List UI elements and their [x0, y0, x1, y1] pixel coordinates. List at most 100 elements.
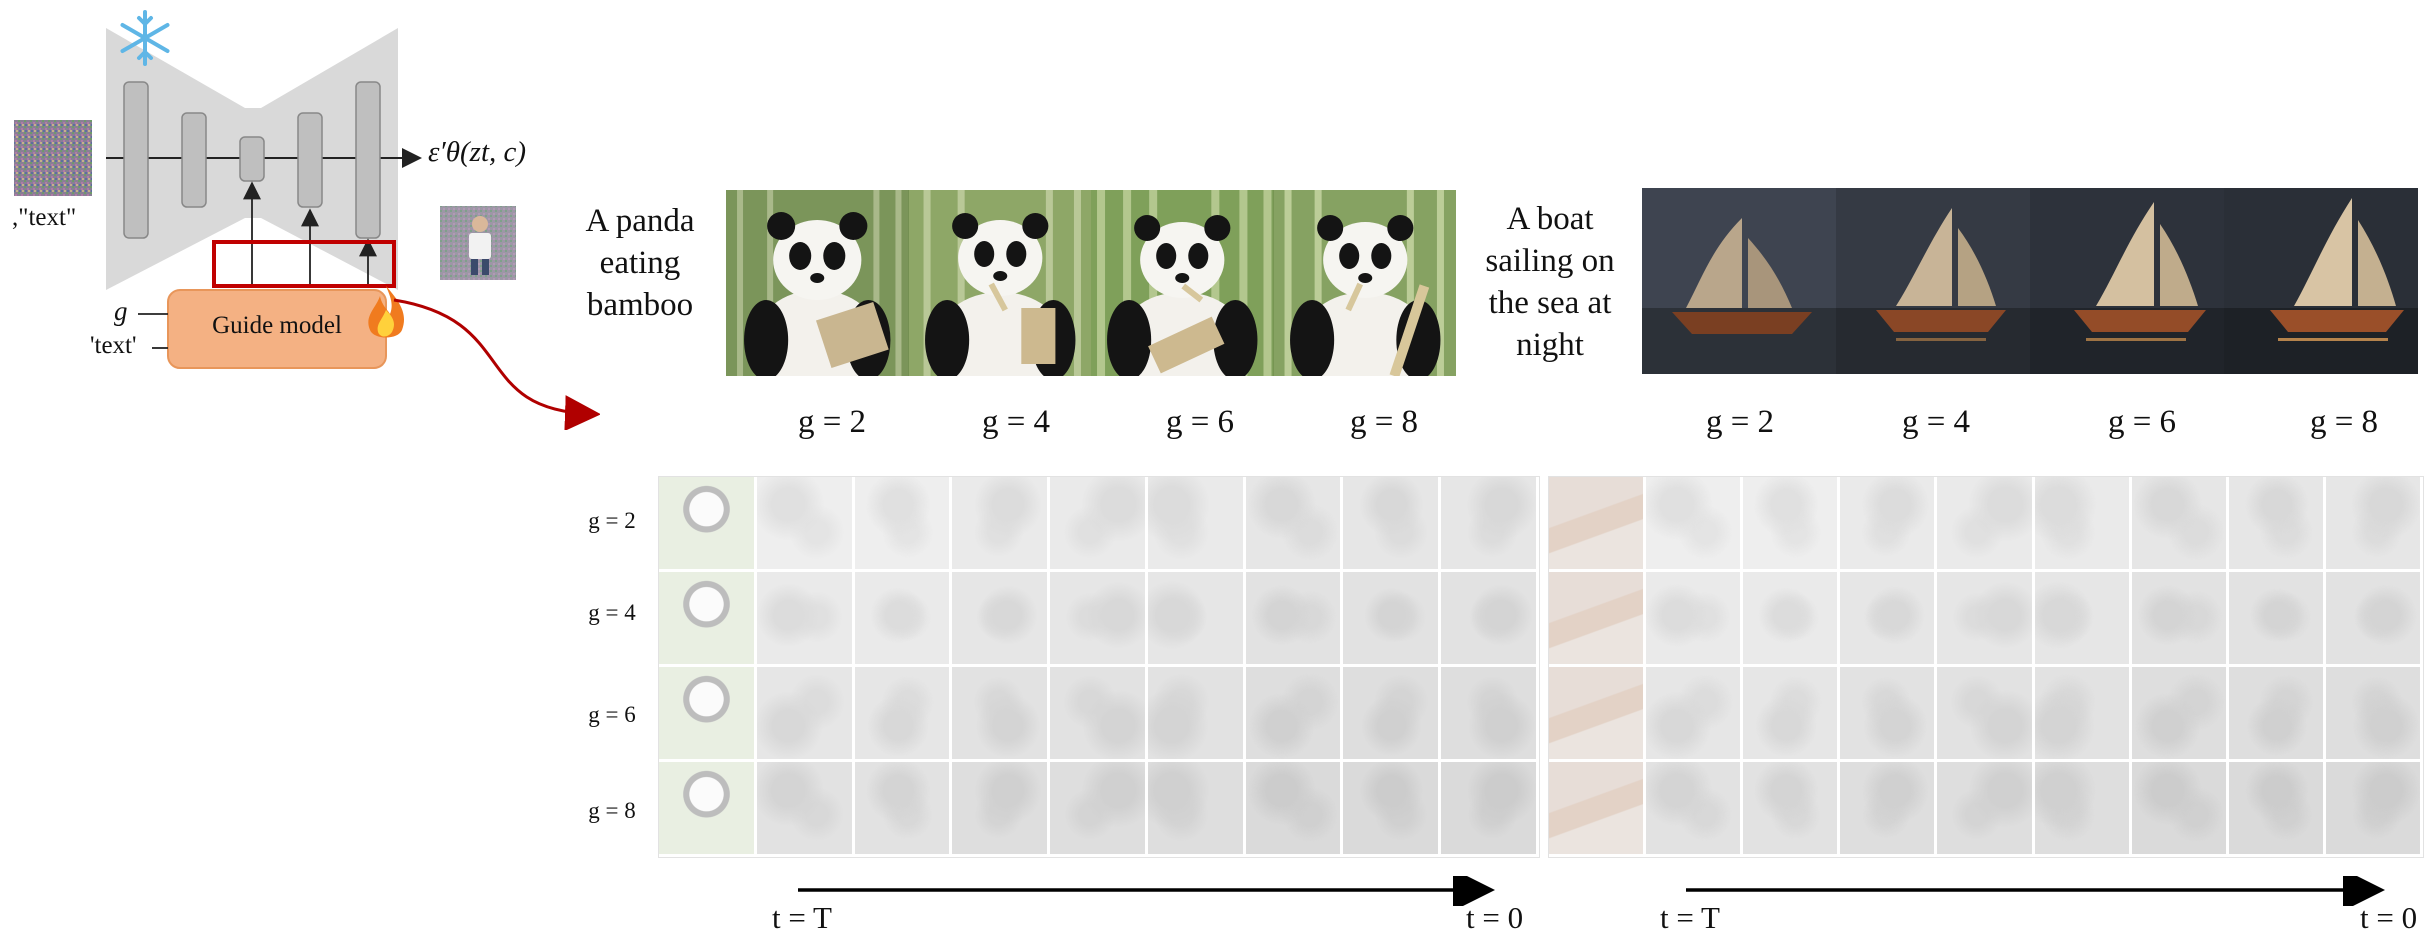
time-start-label: t = T: [1660, 900, 1720, 935]
guide-model-label: Guide model: [212, 312, 342, 339]
feature-map-cell: [1646, 762, 1744, 857]
panda-thumbnail: [659, 762, 757, 857]
boat-thumbnail: [1549, 762, 1647, 857]
boat-thumbnail: [1549, 667, 1647, 762]
feature-map-cell: [1840, 477, 1938, 572]
feature-map-cell: [1840, 667, 1938, 762]
feature-map-cell: [854, 477, 953, 572]
feature-map-cell: [1441, 762, 1539, 857]
feature-map-cell: [1646, 572, 1744, 667]
feature-map-cell: [756, 477, 855, 572]
boat-guidance-label: g = 8: [2309, 404, 2379, 440]
panda-image: [1091, 190, 1274, 376]
feature-map-cell: [952, 477, 1051, 572]
row-guidance-label: g = 4: [588, 600, 636, 625]
feature-map-cell: [854, 762, 953, 857]
feature-map-cell: [2325, 572, 2423, 667]
feature-map-cell: [1343, 667, 1442, 762]
boat-image: [1836, 188, 2030, 374]
encoder-block-2: [181, 112, 207, 208]
boat-guidance-label: g = 2: [1705, 404, 1775, 440]
feature-map-cell: [854, 667, 953, 762]
panda-prompt: A panda eating bamboo: [562, 200, 718, 326]
panda-image-strip: [726, 190, 1456, 376]
feature-map-cell: [1646, 667, 1744, 762]
boat-guidance-label: g = 6: [2107, 404, 2177, 440]
feature-map-cell: [1441, 667, 1539, 762]
feature-map-cell: [854, 572, 953, 667]
noise-text-label: ,"text": [12, 204, 77, 231]
feature-map-cell: [1050, 762, 1148, 857]
decoder-block-2: [355, 81, 381, 239]
feature-map-cell: [1050, 477, 1148, 572]
prompt-line: the sea at: [1488, 285, 1612, 321]
feature-map-cell: [756, 572, 855, 667]
panda-guidance-label: g = 2: [797, 404, 867, 440]
prompt-line: bamboo: [586, 287, 694, 323]
feature-map-cell: [1343, 762, 1442, 857]
panda-image: [908, 190, 1091, 376]
feature-map-cell: [1646, 477, 1744, 572]
feature-map-cell: [2228, 667, 2326, 762]
decoder-block-1: [297, 112, 323, 208]
feature-map-cell: [1937, 762, 2035, 857]
feature-map-cell: [1245, 762, 1344, 857]
row-guidance-label: g = 8: [588, 798, 636, 823]
row-guidance-label: g = 2: [588, 508, 636, 533]
feature-map-cell: [2034, 762, 2132, 857]
row-guidance-label: g = 6: [588, 702, 636, 727]
feature-map-cell: [952, 667, 1051, 762]
feature-map-cell: [2034, 572, 2132, 667]
feature-map-cell: [1743, 667, 1841, 762]
text-input-label: 'text': [90, 332, 137, 359]
prompt-line: night: [1516, 327, 1584, 363]
feature-map-cell: [1245, 572, 1344, 667]
unet-diagram: [14, 10, 600, 430]
feature-map-cell: [1343, 477, 1442, 572]
feature-map-cell: [1343, 572, 1442, 667]
panda-thumbnail: [659, 572, 757, 667]
feature-map-cell: [1937, 667, 2035, 762]
feature-map-cell: [1050, 572, 1148, 667]
generated-sample-image: [440, 206, 516, 280]
noisy-latent-image: [14, 120, 92, 196]
feature-map-cell: [2228, 762, 2326, 857]
boat-guidance-label: g = 4: [1901, 404, 1971, 440]
boat-image: [2030, 188, 2224, 374]
feature-map-cell: [2131, 762, 2229, 857]
feature-map-cell: [2131, 667, 2229, 762]
feature-map-cell: [1840, 572, 1938, 667]
panda-image: [1273, 190, 1456, 376]
feature-map-cell: [2131, 477, 2229, 572]
time-start-label: t = T: [772, 900, 832, 935]
panda-thumbnail: [659, 477, 757, 572]
time-axis-right: [1686, 876, 2385, 906]
time-end-label: t = 0: [2360, 900, 2418, 935]
feature-map-cell: [1147, 477, 1246, 572]
boat-thumbnail: [1549, 572, 1647, 667]
feature-map-cell: [1743, 477, 1841, 572]
boat-image: [1642, 188, 1836, 374]
prompt-line: A panda: [585, 203, 695, 239]
prompt-line: eating: [599, 245, 681, 281]
feature-map-cell: [756, 762, 855, 857]
feature-map-cell: [756, 667, 855, 762]
zoom-arrow: [393, 298, 600, 430]
feature-map-cell: [1937, 477, 2035, 572]
middle-block: [239, 136, 265, 182]
boat-feature-grid: [1548, 476, 2424, 858]
feature-map-cell: [2034, 667, 2132, 762]
panda-image: [726, 190, 909, 376]
feature-map-cell: [1050, 667, 1148, 762]
feature-map-cell: [2228, 572, 2326, 667]
feature-map-cell: [1743, 762, 1841, 857]
snowflake-icon: [120, 10, 170, 66]
feature-map-cell: [2131, 572, 2229, 667]
feature-map-cell: [1147, 667, 1246, 762]
panda-feature-grid: [658, 476, 1540, 858]
panda-guidance-label: g = 6: [1165, 404, 1235, 440]
boat-image: [2224, 188, 2418, 374]
feature-map-cell: [1441, 477, 1539, 572]
feature-map-cell: [2325, 667, 2423, 762]
feature-map-cell: [2325, 477, 2423, 572]
